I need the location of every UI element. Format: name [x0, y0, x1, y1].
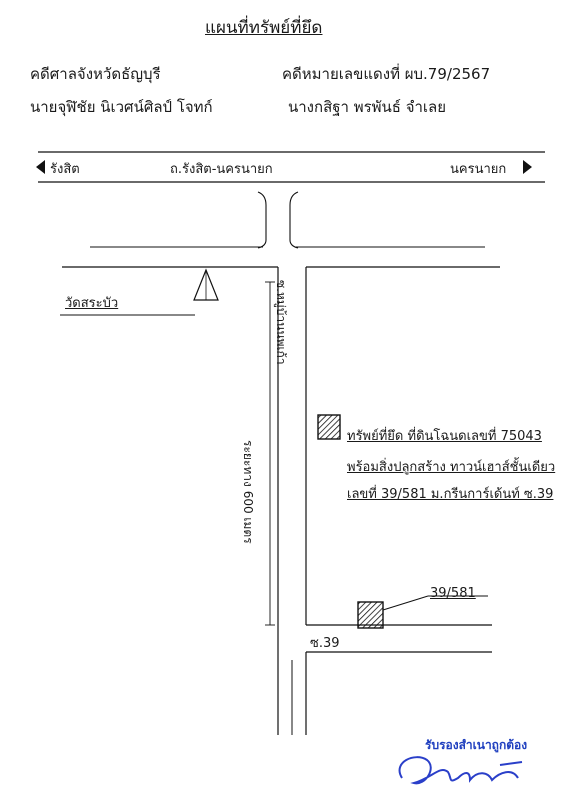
property-description-line-2: พร้อมสิ่งปลูกสร้าง ทาวน์เฮาส์ชั้นเดียว	[347, 460, 556, 475]
signature-icon	[398, 756, 523, 785]
west-arrow-icon	[36, 160, 45, 174]
case-number: คดีหมายเลขแดงที่ ผบ.79/2567	[282, 65, 491, 83]
u-turn-right	[289, 191, 299, 249]
east-arrow-icon	[523, 160, 532, 174]
map-title: แผนที่ทรัพย์ที่ยึด	[205, 18, 323, 38]
property-description-line-3: เลขที่ 39/581 ม.กรีนการ์เด้นท์ ซ.39	[347, 487, 554, 502]
main-road-label: ถ.รังสิต-นครนายก	[170, 162, 273, 177]
property-plot-icon	[357, 601, 384, 629]
parcel-pointer-line	[382, 595, 429, 611]
soi-label: ซ.39	[310, 636, 340, 651]
side-road-label: ซ.หมู่บ้านนพเก้า	[274, 280, 288, 365]
property-legend-box-icon	[317, 414, 341, 440]
plaintiff-name: นายจุฬิชัย นิเวศน์ศิลป์ โจทก์	[30, 98, 213, 116]
east-direction-label: นครนายก	[450, 162, 507, 177]
court-name: คดีศาลจังหวัดธัญบุรี	[30, 65, 161, 83]
temple-label: วัดสระบัว	[65, 296, 119, 311]
distance-label: ระยะทาง 600 เมตร	[241, 440, 255, 544]
u-turn-left	[257, 191, 267, 249]
property-description-line-1: ทรัพย์ที่ยึด ที่ดินโฉนดเลขที่ 75043	[347, 429, 542, 444]
certification-stamp: รับรองสำเนาถูกต้อง	[425, 738, 528, 752]
parcel-number-label: 39/581	[430, 586, 476, 601]
defendant-name: นางกสิฐา พรพันธ์ จำเลย	[288, 98, 447, 116]
west-direction-label: รังสิต	[50, 162, 80, 177]
